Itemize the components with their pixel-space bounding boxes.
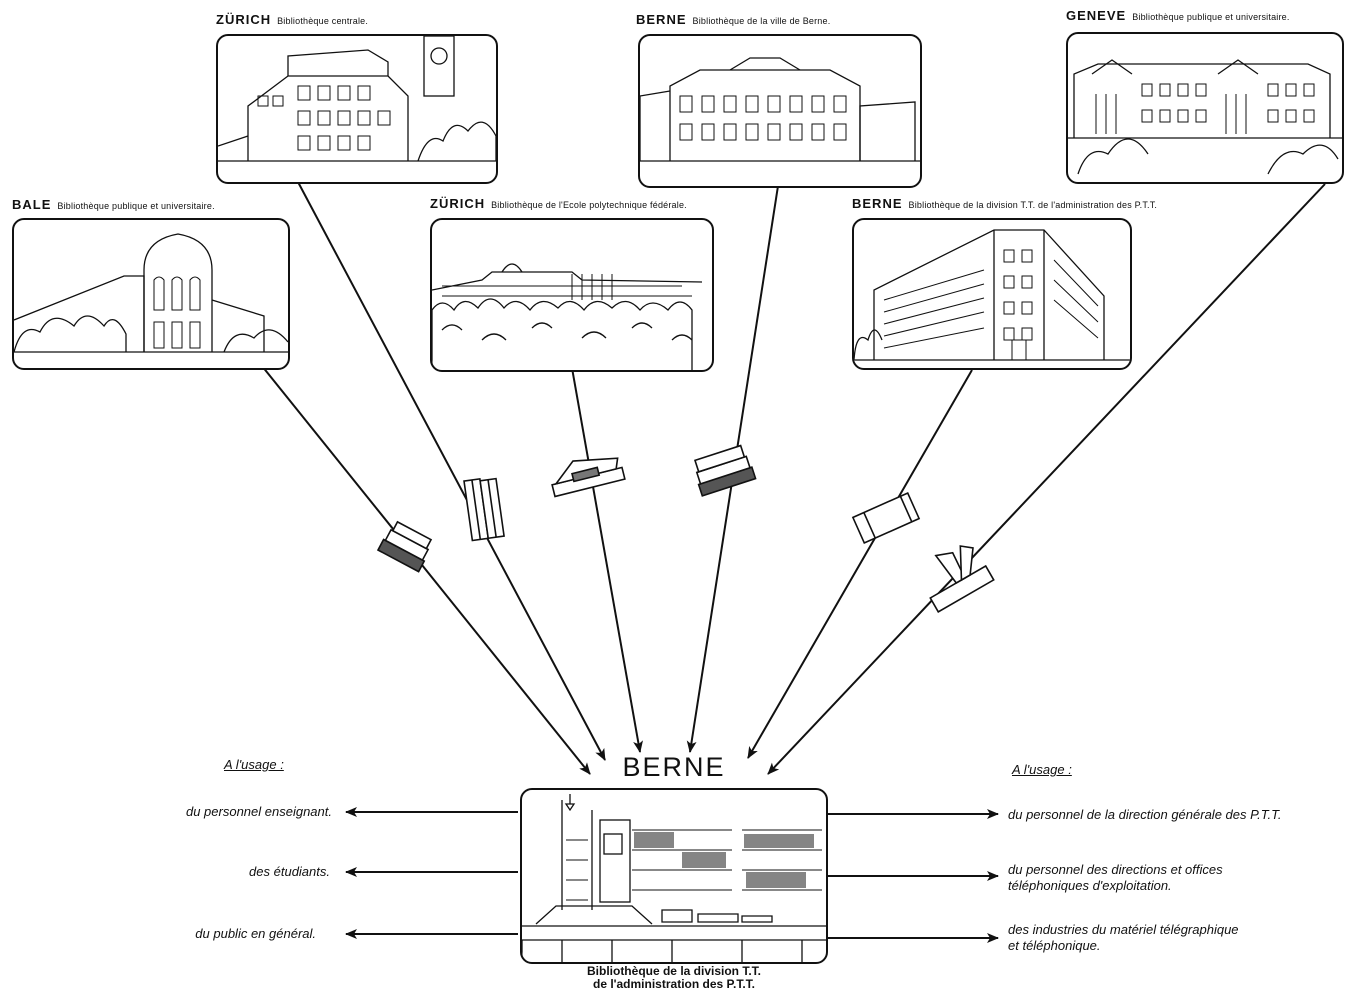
library-city: BALE — [12, 197, 52, 212]
left-usage-heading: A l'usage : — [224, 757, 284, 772]
connector-bale — [261, 365, 591, 775]
left-usage-item: du public en général. — [195, 926, 316, 941]
library-city: GENEVE — [1066, 8, 1127, 23]
library-title: ZÜRICH Bibliothèque centrale. — [216, 12, 368, 27]
building-illustration — [640, 57, 920, 162]
library-illustration-frame — [216, 34, 498, 184]
connector-berne-ptt — [747, 369, 973, 759]
building-illustration — [854, 229, 1130, 361]
open-book-icon — [551, 457, 626, 498]
right-usage-item: du personnel des directions et offices — [1008, 862, 1223, 877]
connector-geneve — [767, 183, 1326, 775]
building-illustration — [1068, 59, 1342, 175]
left-usage-item: des étudiants. — [249, 864, 330, 879]
library-illustration-frame — [638, 34, 922, 188]
center-library-illustration — [520, 788, 828, 964]
center-city: BERNE — [622, 752, 726, 782]
right-usage-heading: A l'usage : — [1012, 762, 1072, 777]
connector-zurich-epf — [571, 367, 644, 753]
library-title: ZÜRICH Bibliothèque de l'Ecole polytechni… — [430, 196, 687, 211]
library-city: ZÜRICH — [216, 12, 272, 27]
building-illustration — [14, 233, 288, 353]
standing-books-icon — [463, 477, 505, 542]
library-title: BERNE Bibliothèque de la division T.T. de… — [852, 196, 1157, 211]
tilted-book-icon — [851, 491, 921, 545]
building-illustration — [218, 36, 496, 162]
caption-line-1: Bibliothèque de la division T.T. — [586, 964, 762, 978]
right-usage-item: des industries du matériel télégraphique — [1008, 922, 1239, 937]
library-name: Bibliothèque de la division T.T. de l'ad… — [908, 200, 1158, 210]
library-name: Bibliothèque publique et universitaire. — [1132, 12, 1290, 22]
library-illustration-frame — [852, 218, 1132, 370]
right-usage-item: et téléphonique. — [1008, 938, 1101, 953]
library-title: BALE Bibliothèque publique et universitai… — [12, 197, 215, 212]
center-caption: Bibliothèque de la division T.T. de l'ad… — [520, 965, 828, 991]
library-city: ZÜRICH — [430, 196, 486, 211]
library-illustration-frame — [430, 218, 714, 372]
building-illustration — [432, 263, 703, 370]
left-usage-item: du personnel enseignant. — [185, 804, 332, 819]
caption-line-2: de l'administration des P.T.T. — [592, 977, 755, 991]
right-usage-item: téléphoniques d'exploitation. — [1008, 878, 1172, 893]
opened-book-icon — [929, 545, 995, 613]
library-city: BERNE — [636, 12, 687, 27]
library-name: Bibliothèque publique et universitaire. — [57, 201, 215, 211]
reading-room-illustration — [522, 794, 826, 962]
library-title: GENEVE Bibliothèque publique et universit… — [1066, 8, 1290, 23]
library-title: BERNE Bibliothèque de la ville de Berne. — [636, 12, 830, 27]
library-illustration-frame — [12, 218, 290, 370]
library-city: BERNE — [852, 196, 903, 211]
library-name: Bibliothèque de la ville de Berne. — [692, 16, 831, 26]
book-stack-icon — [376, 520, 433, 573]
book-pile-icon — [693, 444, 757, 497]
connector-zurich-centrale — [297, 181, 606, 761]
library-illustration-frame — [1066, 32, 1344, 184]
library-name: Bibliothèque centrale. — [277, 16, 369, 26]
right-usage-item: du personnel de la direction générale de… — [1008, 807, 1282, 822]
library-name: Bibliothèque de l'Ecole polytechnique fé… — [491, 200, 687, 210]
